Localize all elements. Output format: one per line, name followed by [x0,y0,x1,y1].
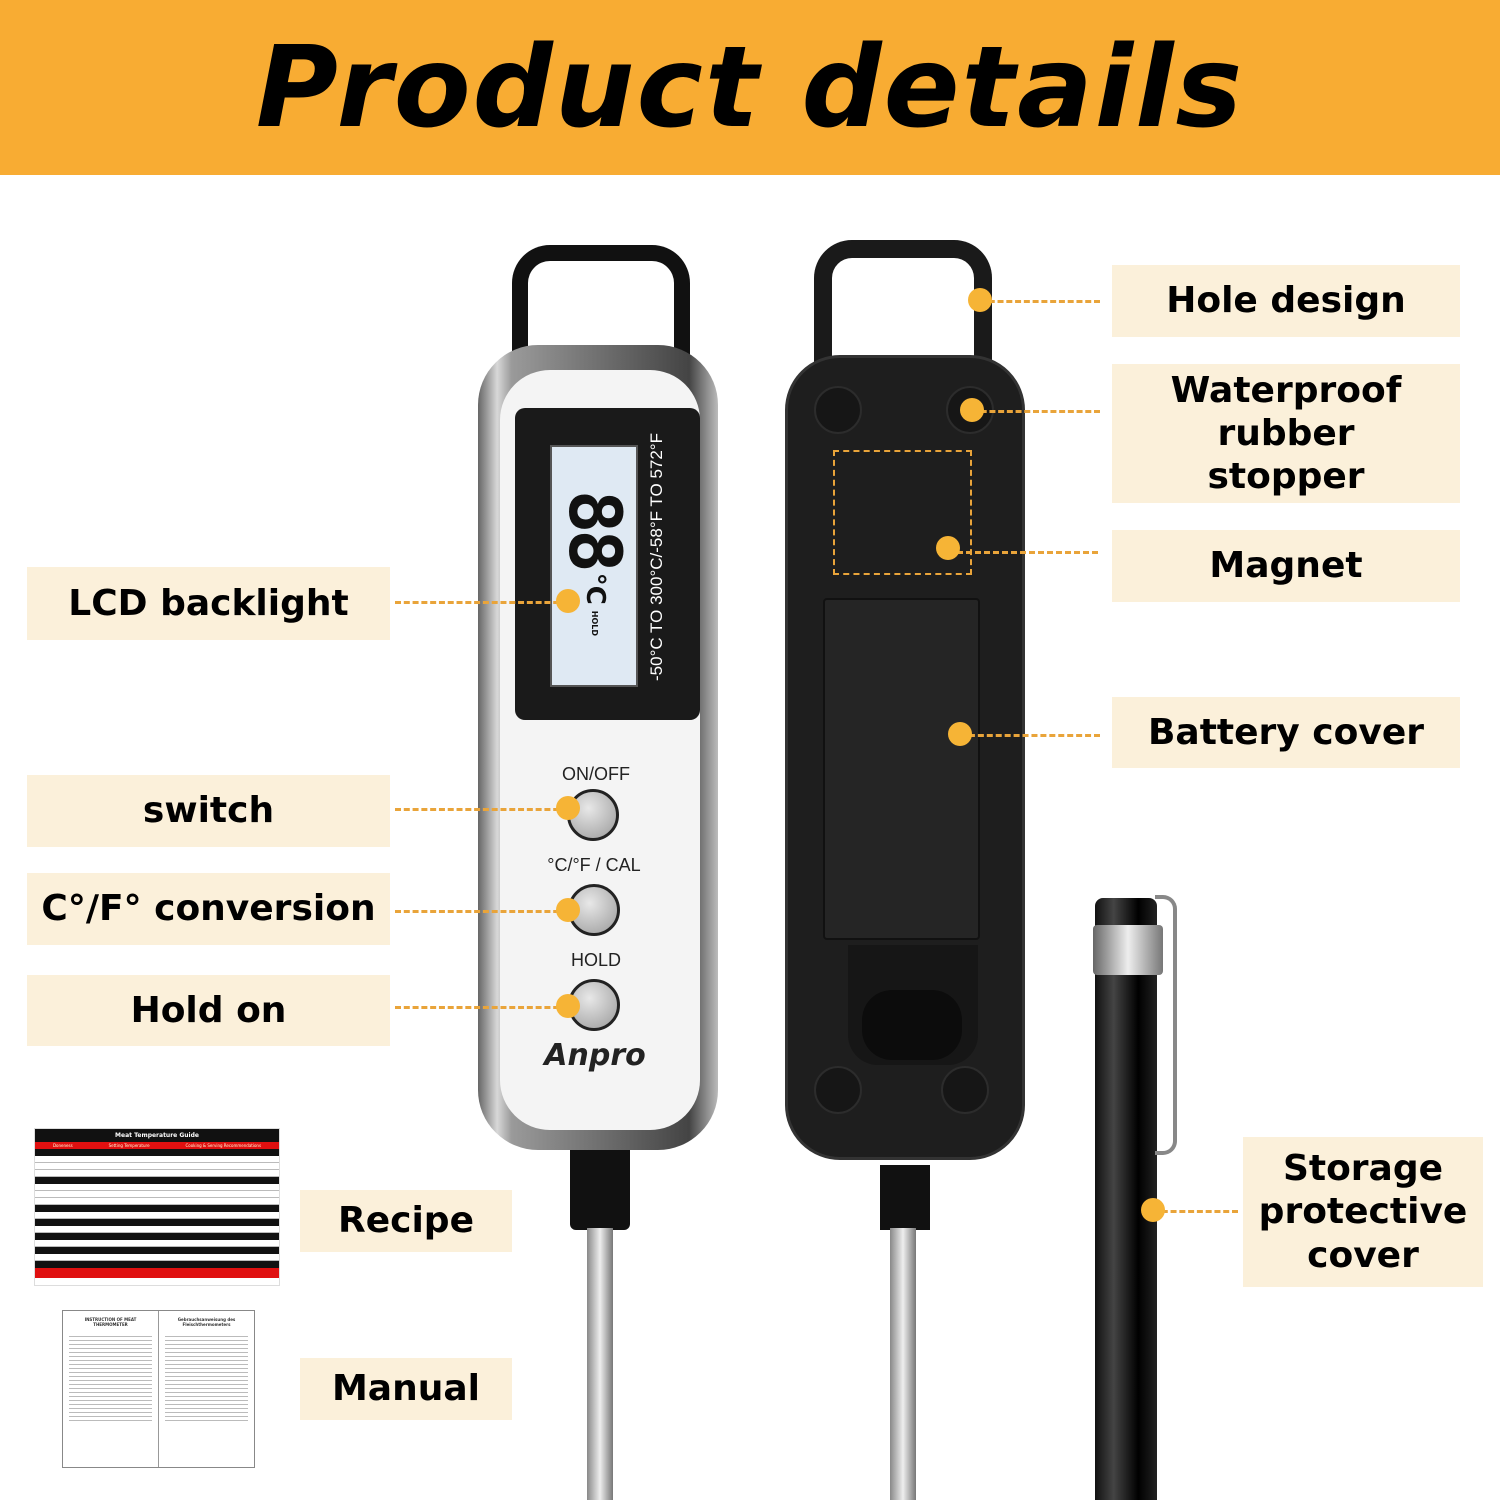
callout-dot [1141,1198,1165,1222]
label-manual: Manual [300,1358,512,1420]
front-probe [587,1228,613,1500]
battery-cover [823,598,980,940]
label-recipe: Recipe [300,1190,512,1252]
callout-dot [556,898,580,922]
lcd-digits: 88 [553,490,637,569]
callout-line [960,734,1100,737]
recipe-card: Meat Temperature Guide Doneness Setting … [34,1128,280,1286]
callout-dot [968,288,992,312]
label-lcd-backlight: LCD backlight [27,567,390,640]
label-storage-cover: Storage protective cover [1243,1137,1483,1287]
callout-dot [948,722,972,746]
page-title: Product details [255,22,1245,153]
cover-clip [1093,925,1163,975]
front-neck [570,1150,630,1230]
callout-line [972,410,1100,413]
back-hanging-loop [814,240,992,390]
label-rubber-stopper: Waterproof rubber stopper [1112,364,1460,503]
callout-dot [936,536,960,560]
manual-title-en: INSTRUCTION OF MEAT THERMOMETER [84,1317,137,1327]
manual-title-de: Gebrauchsanweisung des Fleischthermomete… [177,1317,236,1327]
callout-line [1153,1210,1238,1213]
lcd-screen [550,445,638,687]
label-magnet: Magnet [1112,530,1460,602]
callout-dot [556,796,580,820]
cal-label: °C/°F / CAL [547,855,641,875]
recipe-col: Setting Temperature [108,1143,150,1148]
label-hold-on: Hold on [27,975,390,1046]
callout-line [395,601,568,604]
callout-line [395,910,568,913]
callout-dot [556,994,580,1018]
callout-line [948,551,1098,554]
brand-logo: Anpro [544,1038,646,1073]
label-conversion: C°/F° conversion [27,873,390,945]
recipe-col: Doneness [52,1143,73,1148]
callout-dot [556,589,580,613]
callout-line [395,1006,568,1009]
callout-line [980,300,1100,303]
rubber-stopper [814,1066,862,1114]
rubber-stopper [941,1066,989,1114]
lcd-hold: HOLD [590,610,600,637]
manual-booklet: INSTRUCTION OF MEAT THERMOMETER Gebrauch… [62,1310,255,1468]
label-battery-cover: Battery cover [1112,697,1460,768]
rubber-stopper [814,386,862,434]
magnet-area [833,450,972,575]
back-probe [890,1228,916,1500]
range-text: -50°C TO 300°C/-58°F TO 572°F [647,433,666,681]
hold-button-label: HOLD [570,950,621,970]
label-switch: switch [27,775,390,847]
lcd-unit: °C [580,572,610,605]
header-banner: Product details [0,0,1500,175]
recipe-col: Cooking & Serving Recommendations [185,1143,262,1148]
recipe-title: Meat Temperature Guide [35,1129,279,1142]
back-neck [880,1165,930,1230]
callout-line [395,808,568,811]
label-hole-design: Hole design [1112,265,1460,337]
onoff-label: ON/OFF [562,764,630,784]
callout-dot [960,398,984,422]
